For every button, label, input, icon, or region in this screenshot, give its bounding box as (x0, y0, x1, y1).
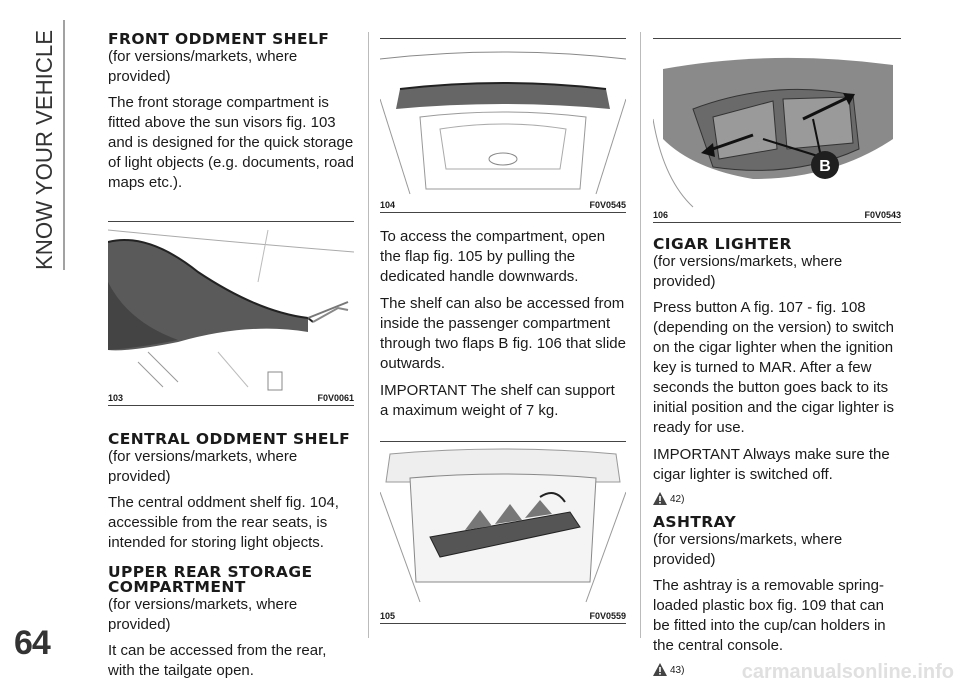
section-subtitle: (for versions/markets, where provided) (108, 448, 298, 485)
figure-105: 105 F0V0559 (380, 441, 626, 624)
section-title-ashtray: ASHTRAY (653, 513, 737, 531)
rear-compartment-illustration (380, 448, 626, 603)
column-divider (368, 32, 369, 638)
paragraph: The ashtray is a removable spring-loaded… (653, 577, 886, 654)
figure-number: 103 (108, 393, 124, 403)
figure-104: 104 F0V0545 (380, 38, 626, 213)
page-number: 64 (14, 624, 51, 662)
warning-note: 42) (653, 492, 901, 505)
figure-code: F0V0061 (317, 393, 354, 403)
section-title-central-oddment-shelf: CENTRAL ODDMENT SHELF (108, 430, 351, 448)
front-shelf-illustration (108, 229, 354, 391)
sliding-flaps-illustration: B (653, 57, 893, 208)
chapter-title-text: KNOW YOUR VEHICLE (31, 30, 57, 270)
paragraph: The shelf can also be accessed from insi… (380, 295, 626, 372)
section-subtitle: (for versions/markets, where provided) (653, 253, 843, 290)
column-3: B 106 F0V0543 CIGAR LIGHTER (for version… (653, 32, 901, 686)
warning-reference: 43) (670, 665, 685, 676)
figure-code: F0V0559 (589, 611, 626, 621)
warning-reference: 42) (670, 494, 685, 505)
figure-number: 104 (380, 200, 396, 210)
warning-note: 43) (653, 663, 901, 676)
column-2: 104 F0V0545 To access the compartment, o… (380, 32, 626, 624)
section-title-cigar-lighter: CIGAR LIGHTER (653, 235, 792, 253)
paragraph: The front storage compartment is fitted … (108, 94, 354, 191)
paragraph: It can be accessed from the rear, with t… (108, 642, 327, 679)
paragraph: IMPORTANT Always make sure the cigar lig… (653, 446, 890, 483)
paragraph: Press button A fig. 107 - fig. 108 (depe… (653, 299, 894, 436)
chapter-side-title: KNOW YOUR VEHICLE (6, 20, 76, 280)
callout-label-b: B (819, 158, 831, 175)
warning-triangle-icon (653, 663, 667, 676)
warning-triangle-icon (653, 492, 667, 505)
figure-106: B 106 F0V0543 (653, 38, 901, 223)
figure-103: 103 F0V0061 (108, 221, 354, 406)
figure-number: 105 (380, 611, 396, 621)
section-subtitle: (for versions/markets, where provided) (108, 596, 298, 633)
section-title-upper-rear-storage: UPPER REAR STORAGE COMPARTMENT (108, 563, 313, 596)
column-divider (640, 32, 641, 638)
paragraph: IMPORTANT The shelf can support a maximu… (380, 382, 615, 419)
figure-code: F0V0543 (864, 210, 901, 220)
paragraph: The central oddment shelf fig. 104, acce… (108, 494, 339, 551)
figure-code: F0V0545 (589, 200, 626, 210)
figure-number: 106 (653, 210, 669, 220)
central-shelf-illustration (380, 51, 626, 195)
section-title-front-oddment-shelf: FRONT ODDMENT SHELF (108, 30, 330, 48)
watermark: carmanualsonline.info (741, 661, 954, 683)
paragraph: To access the compartment, open the flap… (380, 228, 606, 285)
section-subtitle: (for versions/markets, where provided) (108, 48, 298, 85)
column-1: FRONT ODDMENT SHELF (for versions/market… (108, 30, 354, 688)
section-subtitle: (for versions/markets, where provided) (653, 531, 843, 568)
